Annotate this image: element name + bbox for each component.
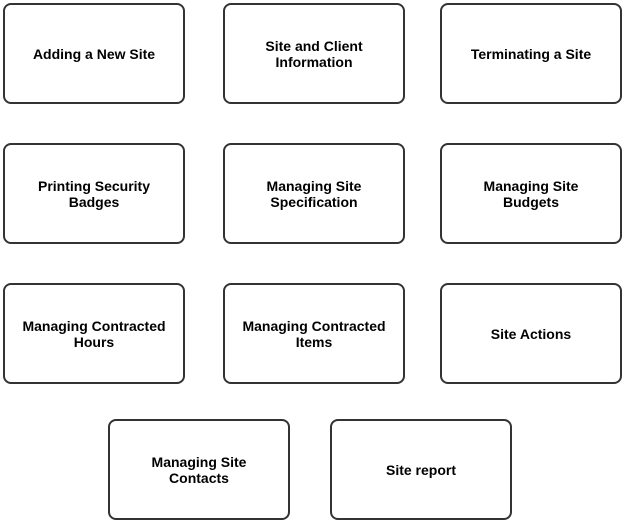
adding-new-site-box[interactable]: Adding a New Site [3,3,185,104]
printing-badges-box[interactable]: Printing Security Badges [3,143,185,244]
site-actions-label: Site Actions [490,325,572,342]
site-client-info-box[interactable]: Site and Client Information [223,3,405,104]
site-budgets-box[interactable]: Managing Site Budgets [440,143,622,244]
site-actions-box[interactable]: Site Actions [440,283,622,384]
site-client-info-label: Site and Client Information [265,37,363,70]
site-contacts-label: Managing Site Contacts [151,453,247,486]
terminating-site-label: Terminating a Site [470,45,592,62]
contracted-hours-label: Managing Contracted Hours [22,317,166,350]
contracted-hours-box[interactable]: Managing Contracted Hours [3,283,185,384]
site-report-box[interactable]: Site report [330,419,512,520]
adding-new-site-label: Adding a New Site [32,45,156,62]
site-budgets-label: Managing Site Budgets [483,177,579,210]
site-contacts-box[interactable]: Managing Site Contacts [108,419,290,520]
printing-badges-label: Printing Security Badges [37,177,151,210]
site-specification-label: Managing Site Specification [266,177,362,210]
terminating-site-box[interactable]: Terminating a Site [440,3,622,104]
site-specification-box[interactable]: Managing Site Specification [223,143,405,244]
contracted-items-label: Managing Contracted Items [242,317,386,350]
site-report-label: Site report [385,461,456,478]
contracted-items-box[interactable]: Managing Contracted Items [223,283,405,384]
